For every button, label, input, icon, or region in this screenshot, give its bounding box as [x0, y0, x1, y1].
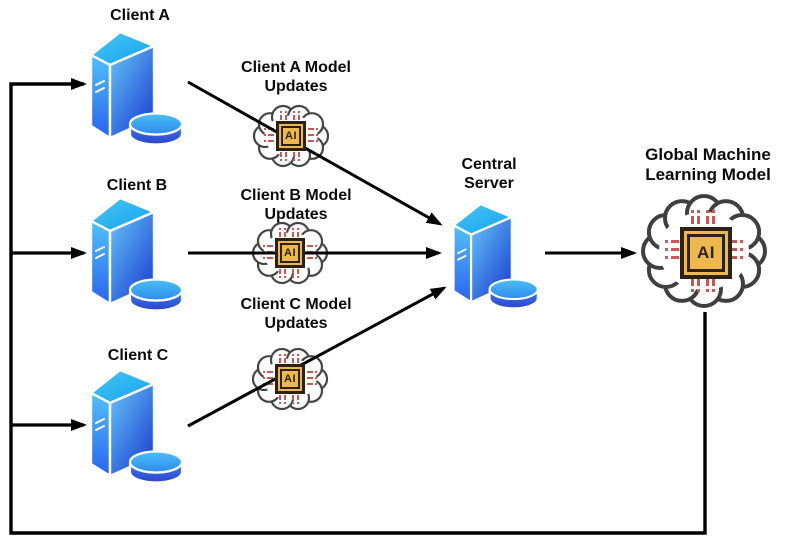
- ai-chip-label: AI: [280, 369, 300, 389]
- ai-chip-icon: AI: [275, 238, 305, 268]
- ai-chip-label: AI: [280, 243, 300, 263]
- arrow-client-a-to-central-server: [187, 80, 443, 226]
- client-c-updates-label: Client C Model Updates: [240, 296, 352, 332]
- client-a-label: Client A: [110, 7, 170, 24]
- ai-chip-icon: AI: [275, 364, 305, 394]
- ai-chip-label: AI: [281, 126, 301, 146]
- central-server-label: Central Server: [461, 156, 517, 192]
- client-a-updates-label: Client A Model Updates: [241, 59, 351, 95]
- client-c-label: Client C: [107, 347, 169, 364]
- arrow-client-c-to-central-server: [187, 286, 447, 428]
- client-b-label: Client B: [106, 177, 168, 194]
- arrow-global-model-to-client-a: [9, 78, 707, 535]
- ai-chip-label: AI: [687, 234, 725, 272]
- ai-chip-icon: AI: [276, 121, 306, 151]
- client-b-updates-label: Client B Model Updates: [240, 187, 352, 223]
- global-model-label: Global Machine Learning Model: [645, 145, 771, 184]
- ai-chip-icon: AI: [680, 227, 732, 279]
